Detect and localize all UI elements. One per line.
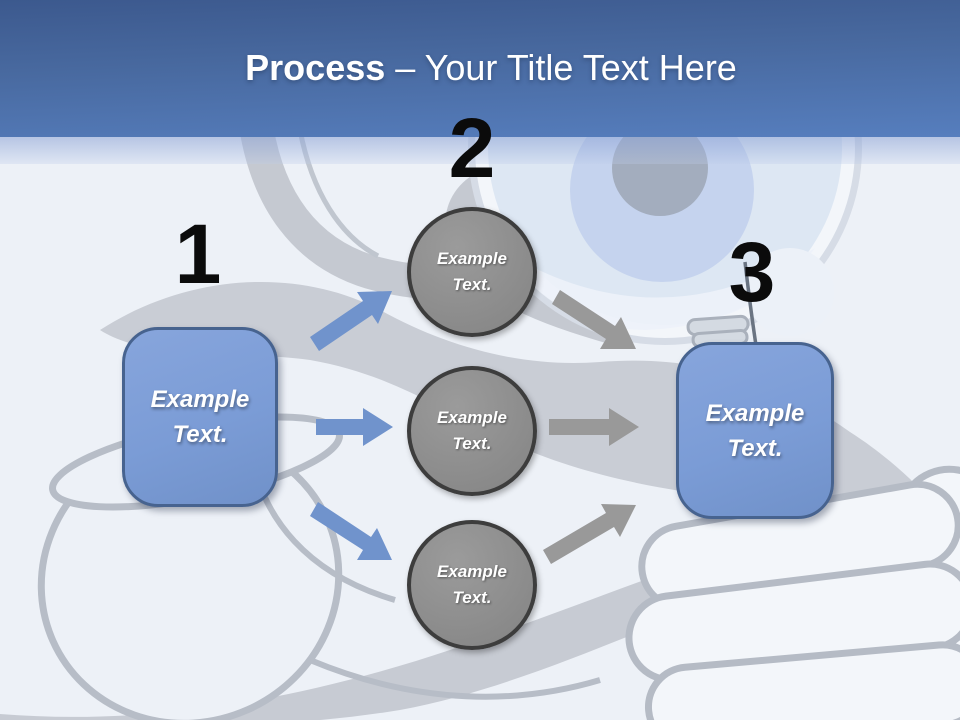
gray-arrow-up-icon [543,504,636,564]
gray-arrow-right-icon [549,408,639,446]
step-number-3: 3 [728,225,776,319]
slide-header: Process – Your Title Text Here [0,0,960,137]
blue-arrow-right-icon [316,408,393,446]
title-rest: – Your Title Text Here [395,47,737,88]
process-circle-1-label: Example Text. [437,249,507,294]
process-circle-1: Example Text. [407,207,537,337]
process-circle-2-label: Example Text. [437,408,507,453]
gray-arrow-down-icon [552,290,636,349]
process-box-left: Example Text. [122,327,278,507]
header-band-overlay [0,137,960,164]
step-number-2: 2 [448,101,496,195]
process-circle-3: Example Text. [407,520,537,650]
blue-arrow-up-icon [310,291,392,351]
process-box-left-label: Example Text. [150,386,250,448]
step-number-1: 1 [174,207,222,301]
process-box-right-label: Example Text. [705,399,805,462]
process-circle-3-label: Example Text. [437,562,507,607]
process-circle-2: Example Text. [407,366,537,496]
title-bold: Process [245,47,386,88]
slide-title: Process – Your Title Text Here [0,48,960,88]
lens-highlight-blob [746,248,834,336]
blue-arrow-down-icon [310,502,392,560]
fist-icon [625,465,960,720]
process-box-right: Example Text. [676,342,834,519]
